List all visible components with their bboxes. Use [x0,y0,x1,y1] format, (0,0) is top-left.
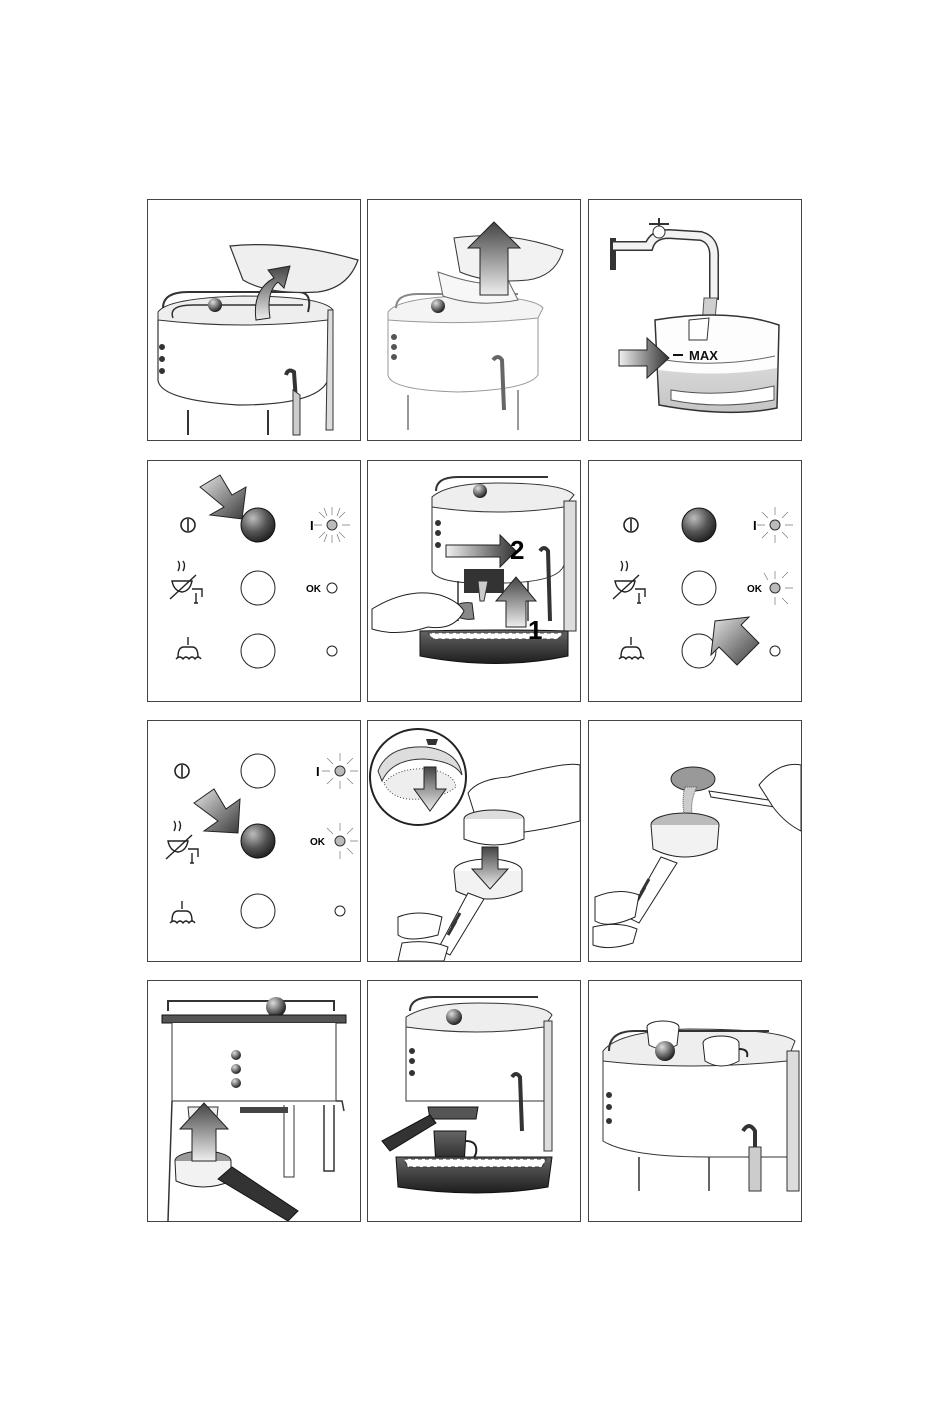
step-one-label: 1 [528,615,542,645]
coffee-hot-water-icon [170,561,202,603]
power-led-icon: I [310,507,350,543]
panel-warm-cups [588,980,802,1222]
ok-led-icon: OK [747,571,793,605]
steam-button[interactable] [241,634,275,668]
svg-text:I: I [310,518,314,533]
panel-open-lid [147,199,361,441]
panel-press-power: I OK [147,460,361,702]
ok-label: OK [306,584,322,595]
svg-text:OK: OK [747,584,763,595]
svg-text:I: I [753,518,757,533]
panel-insert-filter: 2 1 [367,460,581,702]
power-icon [175,764,189,778]
panel-fill-water: MAX [588,199,802,441]
panel-insert-filter-basket [367,720,581,962]
power-button[interactable] [241,754,275,788]
steam-icon [619,637,644,659]
power-icon [181,518,195,532]
coffee-button[interactable] [682,571,716,605]
power-button[interactable] [241,508,275,542]
knob-icon [208,298,222,312]
steam-button[interactable] [682,634,716,668]
svg-text:I: I [316,764,320,779]
max-label: MAX [689,348,718,363]
steam-button[interactable] [241,894,275,928]
steam-led-icon [770,646,780,656]
power-button[interactable] [682,508,716,542]
panel-attach-filter-holder [147,980,361,1222]
panel-add-coffee [588,720,802,962]
steam-led-icon [335,906,345,916]
ok-arrow-icon [711,617,759,665]
panel-remove-tank [367,199,581,441]
panel-brew-coffee [367,980,581,1222]
ok-led-icon [327,583,337,593]
power-led-icon: I [316,753,358,789]
coffee-button[interactable] [241,571,275,605]
panel-press-coffee: I OK [147,720,361,962]
panel-ok-light: I OK [588,460,802,702]
power-icon [624,518,638,532]
press-arrow-icon [194,789,240,833]
coffee-hot-water-icon [166,821,198,863]
power-led-icon: I [753,507,793,543]
coffee-button[interactable] [241,824,275,858]
steam-icon [176,637,201,659]
coffee-hot-water-icon [613,561,645,603]
ok-led-icon: OK [310,823,358,859]
steam-icon [170,901,195,923]
press-arrow-icon [200,475,246,519]
steam-led-icon [327,646,337,656]
step-two-label: 2 [510,535,524,565]
svg-text:OK: OK [310,837,326,848]
